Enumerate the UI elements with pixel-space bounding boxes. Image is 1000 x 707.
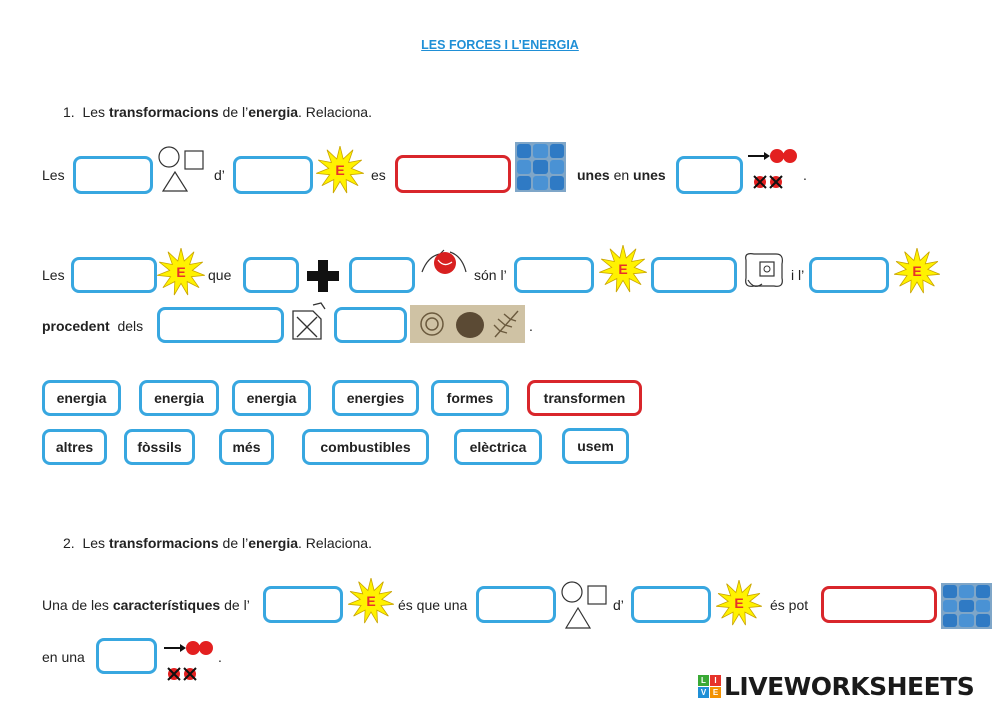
label-es-pot: és pot <box>770 597 809 613</box>
row3-phrase: procedent dels <box>42 319 143 333</box>
exercise-1-heading: 1. Les transformacions de l’energia. Rel… <box>63 105 372 119</box>
energy-letter: E <box>366 593 375 609</box>
heading-bold: transformacions <box>108 535 219 551</box>
shapes-icon <box>561 581 607 629</box>
heading-bold: transformacions <box>108 104 219 120</box>
energy-letter: E <box>912 263 921 279</box>
word-unes: unes <box>633 167 666 183</box>
label-d: d’ <box>214 167 225 183</box>
hand-ball-icon <box>421 249 467 274</box>
heading-text: de l’ <box>218 535 249 551</box>
jerry-can-icon <box>292 302 326 340</box>
logo-tile: I <box>710 675 721 686</box>
heading-text: . Relaciona. <box>298 535 372 551</box>
energy-star-icon: E <box>155 247 207 296</box>
word-chip[interactable]: més <box>219 429 274 465</box>
heading-text: . Relaciona. <box>298 104 372 120</box>
period: . <box>529 318 533 334</box>
answer-box-highlighted[interactable] <box>395 155 511 193</box>
puzzle-pieces-icon <box>515 142 566 192</box>
word-chip[interactable]: altres <box>42 429 107 465</box>
shapes-icon <box>158 146 204 192</box>
answer-box-highlighted[interactable] <box>821 586 937 623</box>
phrase-text: Una de les <box>42 597 113 613</box>
answer-box[interactable] <box>263 586 343 623</box>
logo-tiles-icon: L I V E <box>698 675 721 698</box>
answer-box[interactable] <box>243 257 299 293</box>
label-es-que: és que una <box>398 597 468 613</box>
liveworksheets-logo: L I V E LIVEWORKSHEETS <box>698 672 975 701</box>
answer-box[interactable] <box>71 257 157 293</box>
label-i: i l’ <box>791 267 805 283</box>
answer-box[interactable] <box>809 257 889 293</box>
fossils-icon <box>410 305 525 343</box>
answer-box[interactable] <box>157 307 284 343</box>
answer-box[interactable] <box>676 156 743 194</box>
row1-phrase: unes en unes <box>577 168 666 182</box>
energy-star-icon: E <box>598 244 648 293</box>
word-dels: dels <box>117 318 144 334</box>
heading-bold: energia <box>248 104 299 120</box>
period: . <box>803 167 807 183</box>
exercise-number: 2. <box>63 535 75 551</box>
logo-text: LIVEWORKSHEETS <box>724 672 975 701</box>
puzzle-pieces-icon <box>941 583 992 629</box>
label-les: Les <box>42 167 65 183</box>
exercise-number: 1. <box>63 104 75 120</box>
phrase-bold: característiques <box>112 597 221 613</box>
logo-tile: E <box>710 687 721 698</box>
label-es: es <box>371 167 386 183</box>
word-chip-highlighted[interactable]: transformen <box>527 380 642 416</box>
exercise-2-heading: 2. Les transformacions de l’energia. Rel… <box>63 536 372 550</box>
answer-box[interactable] <box>73 156 153 194</box>
word-unes: unes <box>577 167 610 183</box>
logo-tile: L <box>698 675 709 686</box>
heading-text: Les <box>82 104 109 120</box>
energy-star-icon: E <box>714 579 764 626</box>
word-chip[interactable]: usem <box>562 428 629 464</box>
word-chip[interactable]: energia <box>42 380 121 416</box>
word-chip[interactable]: elèctrica <box>454 429 542 465</box>
label-son: són l’ <box>474 267 507 283</box>
answer-box[interactable] <box>349 257 415 293</box>
page-title: LES FORCES I L’ENERGIA <box>421 38 579 52</box>
answer-box[interactable] <box>476 586 556 623</box>
label-en-una: en una <box>42 649 85 665</box>
heading-bold: energia <box>248 535 299 551</box>
energy-star-icon: E <box>315 145 365 194</box>
molecules-icon <box>748 149 797 189</box>
answer-box[interactable] <box>96 638 157 674</box>
electric-device-icon <box>745 253 783 287</box>
word-chip[interactable]: energia <box>139 380 219 416</box>
energy-letter: E <box>734 595 743 611</box>
logo-tile: V <box>698 687 709 698</box>
answer-box[interactable] <box>631 586 711 623</box>
heading-text: Les <box>82 535 109 551</box>
energy-star-icon: E <box>892 247 942 294</box>
heading-text: de l’ <box>218 104 249 120</box>
answer-box[interactable] <box>514 257 594 293</box>
answer-box[interactable] <box>651 257 737 293</box>
energy-letter: E <box>335 162 344 178</box>
molecules-icon <box>164 641 213 681</box>
energy-letter: E <box>618 261 627 277</box>
label-d: d’ <box>613 597 624 613</box>
ex2-row1-phrase: Una de les característiques de l’ <box>42 598 250 612</box>
word-chip[interactable]: combustibles <box>302 429 429 465</box>
energy-star-icon: E <box>346 577 396 624</box>
plus-icon <box>307 260 339 292</box>
answer-box[interactable] <box>334 307 407 343</box>
word-en: en <box>613 167 630 183</box>
period: . <box>218 649 222 665</box>
label-que: que <box>208 267 232 283</box>
answer-box[interactable] <box>233 156 313 194</box>
word-chip[interactable]: fòssils <box>124 429 195 465</box>
energy-letter: E <box>176 264 185 280</box>
word-chip[interactable]: energies <box>332 380 419 416</box>
word-procedent: procedent <box>42 318 110 334</box>
word-chip[interactable]: energia <box>232 380 311 416</box>
word-chip[interactable]: formes <box>431 380 509 416</box>
phrase-text: de l’ <box>220 597 250 613</box>
label-les: Les <box>42 267 65 283</box>
